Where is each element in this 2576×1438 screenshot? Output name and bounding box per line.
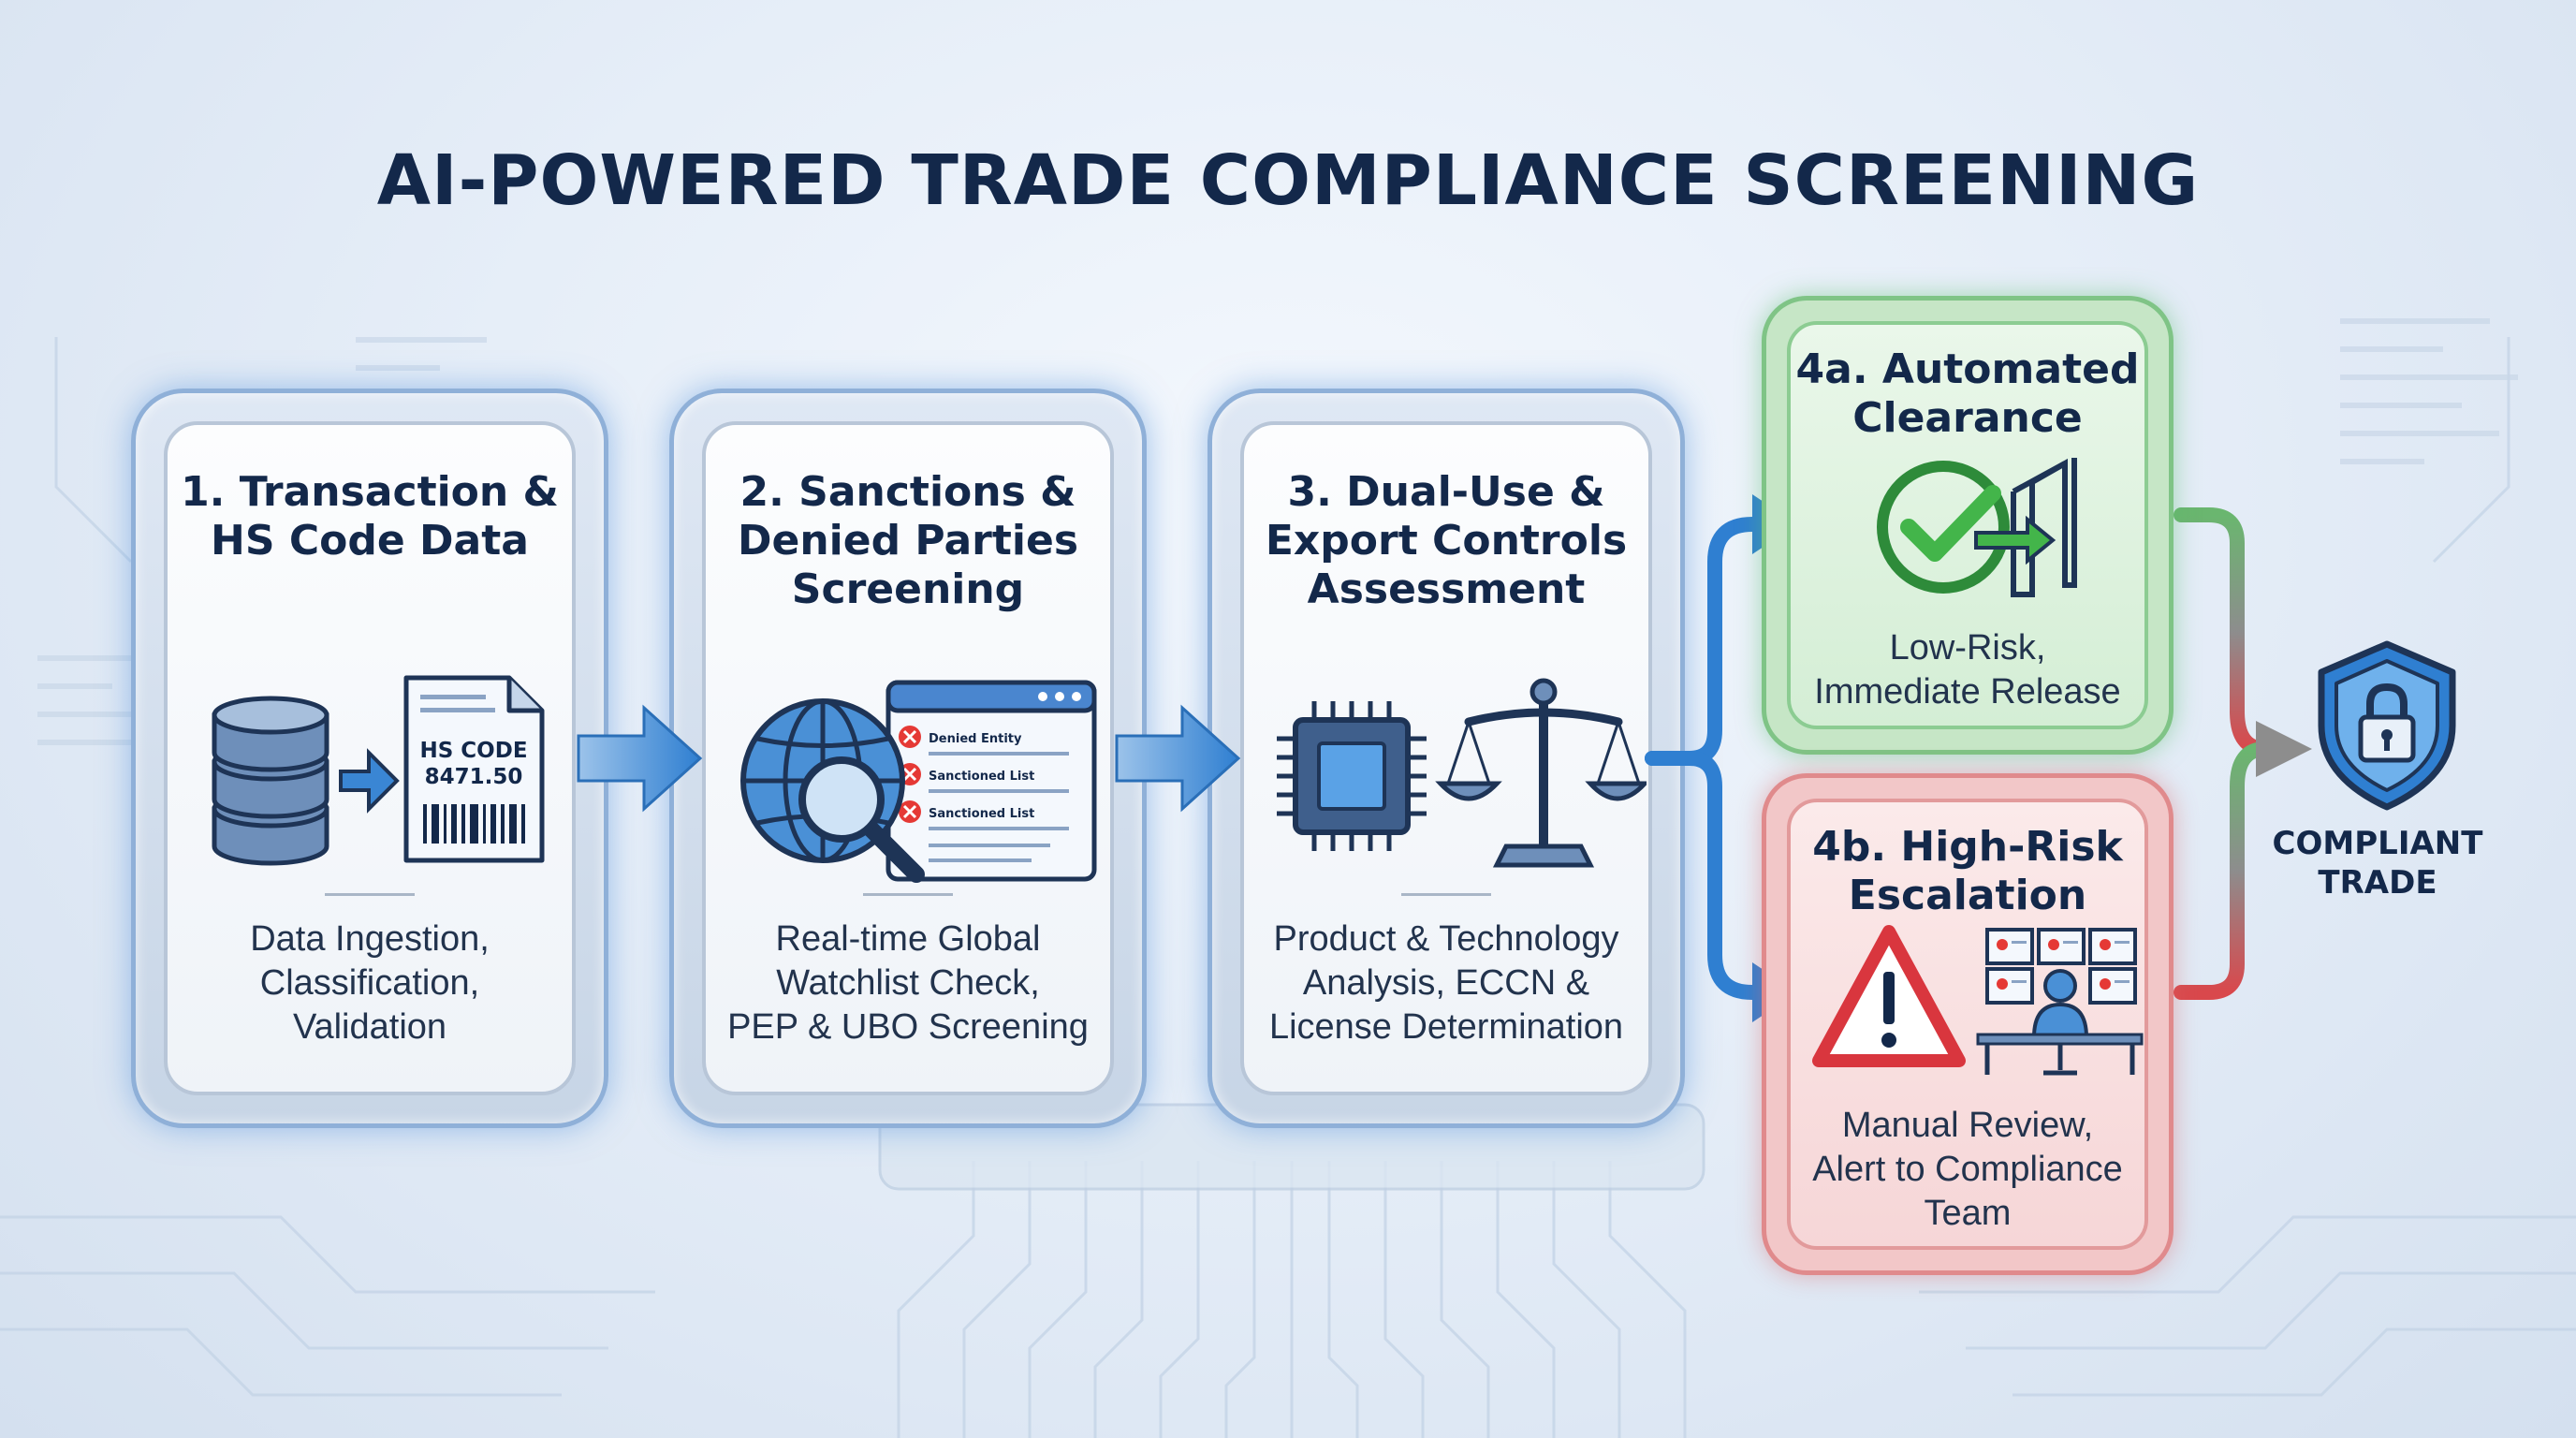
branch-split-arrows <box>1645 517 1767 1000</box>
checkmark-icon <box>1877 461 2010 594</box>
svg-text:8471.50: 8471.50 <box>425 765 523 789</box>
branch-4b-card: 4b. High-Risk Escalation <box>1762 773 2174 1275</box>
branch-4a-description: Low-Risk, Immediate Release <box>1814 628 2121 712</box>
shield-lock-icon <box>2318 640 2456 811</box>
svg-text:HS CODE: HS CODE <box>419 739 527 763</box>
branch-4b-panel: 4b. High-Risk Escalation <box>1787 799 2148 1250</box>
step-3-divider <box>1401 893 1491 896</box>
database-to-document-icon: HS CODE 8471.50 <box>212 675 545 866</box>
branch-4b-description: Manual Review, Alert to Compliance Team <box>1812 1106 2123 1233</box>
step-2-divider <box>863 893 953 896</box>
database-icon <box>212 696 329 866</box>
step-1-divider <box>325 893 415 896</box>
step-1-card: 1. Transaction & HS Code Data <box>131 389 608 1128</box>
chip-and-scales-icon <box>1277 678 1647 868</box>
escalation-icon <box>1812 925 2144 1076</box>
step-1-panel: 1. Transaction & HS Code Data <box>164 421 576 1095</box>
arrow-step2-to-step3 <box>1115 704 1241 813</box>
svg-text:Sanctioned List: Sanctioned List <box>929 807 1034 821</box>
outcome-label: COMPLIANT TRADE <box>2272 825 2483 902</box>
step-1-title: 1. Transaction & HS Code Data <box>181 468 559 565</box>
branch-4a-title: 4a. Automated Clearance <box>1795 345 2140 442</box>
chip-icon <box>1277 701 1427 851</box>
compliance-team-icon <box>1976 928 2144 1076</box>
arrow-step1-to-step2 <box>577 704 703 813</box>
document-icon: HS CODE 8471.50 <box>403 675 545 863</box>
arrow-right-icon <box>339 748 400 814</box>
step-2-title: 2. Sanctions & Denied Parties Screening <box>737 468 1079 613</box>
step-2-card: 2. Sanctions & Denied Parties Screening … <box>669 389 1147 1128</box>
globe-search-icon: Denied Entity Sanctioned List Sanctioned… <box>740 680 1097 883</box>
step-3-panel: 3. Dual-Use & Export Controls Assessment <box>1240 421 1652 1095</box>
gate-icon <box>1974 458 2077 597</box>
merge-to-outcome-arrows <box>2174 507 2273 1000</box>
svg-text:Denied Entity: Denied Entity <box>929 732 1022 746</box>
page-title: AI-POWERED TRADE COMPLIANCE SCREENING <box>376 140 2200 221</box>
magnifier-icon <box>798 756 925 883</box>
branch-4a-card: 4a. Automated Clearance Low-Risk, Immedi… <box>1762 296 2174 755</box>
svg-text:Sanctioned List: Sanctioned List <box>929 770 1034 784</box>
branch-4a-panel: 4a. Automated Clearance Low-Risk, Immedi… <box>1787 321 2148 729</box>
clearance-gate-icon <box>1877 458 2077 597</box>
step-2-panel: 2. Sanctions & Denied Parties Screening … <box>702 421 1114 1095</box>
step-1-description: Data Ingestion, Classification, Validati… <box>250 919 490 1047</box>
branch-4b-title: 4b. High-Risk Escalation <box>1812 823 2123 919</box>
warning-icon <box>1812 925 1966 1067</box>
scales-icon <box>1435 678 1647 868</box>
step-3-title: 3. Dual-Use & Export Controls Assessment <box>1265 468 1628 613</box>
step-2-description: Real-time Global Watchlist Check, PEP & … <box>727 919 1089 1047</box>
watchlist-window-icon: Denied Entity Sanctioned List Sanctioned… <box>886 680 1097 882</box>
step-3-description: Product & Technology Analysis, ECCN & Li… <box>1268 919 1624 1047</box>
